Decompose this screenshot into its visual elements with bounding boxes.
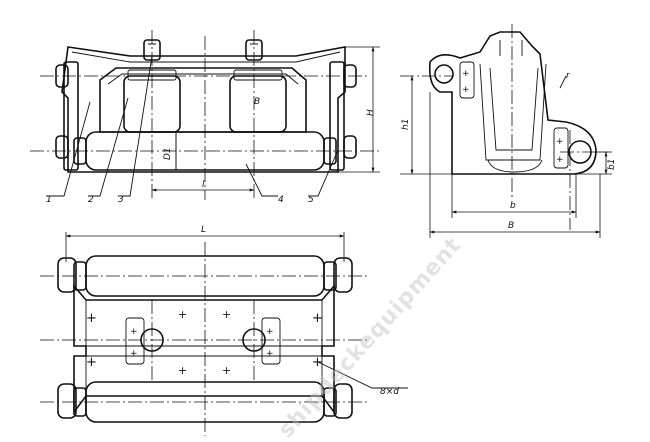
svg-text:+: + [130, 349, 138, 359]
dim-label-l: l [202, 180, 205, 190]
svg-text:+: + [556, 155, 564, 165]
svg-text:+: + [178, 364, 187, 377]
part-label-3: 3 [118, 195, 124, 205]
svg-text:+: + [222, 308, 231, 321]
bolt-slot-left [459, 61, 475, 99]
dim-label-H: H [366, 109, 376, 116]
dim-label-D1: D1 [163, 147, 173, 160]
dim-label-b1: b1 [607, 159, 617, 170]
svg-text:+: + [178, 308, 187, 321]
svg-text:+: + [130, 327, 138, 337]
part-label-2: 2 [88, 195, 94, 205]
svg-text:+: + [266, 349, 274, 359]
svg-text:+: + [462, 69, 470, 79]
part-label-5: 5 [308, 195, 314, 205]
dim-label-b: b [510, 201, 516, 211]
bolt-hole-mark: + [86, 311, 97, 326]
dim-label-L: L [201, 225, 206, 235]
side-view: + + + + [400, 24, 612, 238]
part-label-4: 4 [278, 195, 284, 205]
svg-text:+: + [266, 327, 274, 337]
svg-text:+: + [556, 137, 564, 147]
dim-label-r: r [566, 71, 571, 81]
dim-label-h1: h1 [401, 119, 411, 130]
svg-text:+: + [222, 364, 231, 377]
bolt-hole-mark: + [312, 355, 323, 370]
svg-text:+: + [462, 85, 470, 95]
part-label-1: 1 [46, 195, 52, 205]
top-view: + + + + + + + + + + + + [40, 232, 408, 436]
watermark: shipdeckequipment [274, 233, 467, 442]
front-view [30, 30, 380, 200]
dim-label-B: B [254, 97, 260, 107]
bolt-hole-mark: + [86, 355, 97, 370]
holes-label: 8×d [380, 387, 399, 397]
dim-label-B-side: B [508, 221, 514, 231]
bolt-hole-mark: + [312, 311, 323, 326]
bolt-slot-right [553, 127, 569, 169]
